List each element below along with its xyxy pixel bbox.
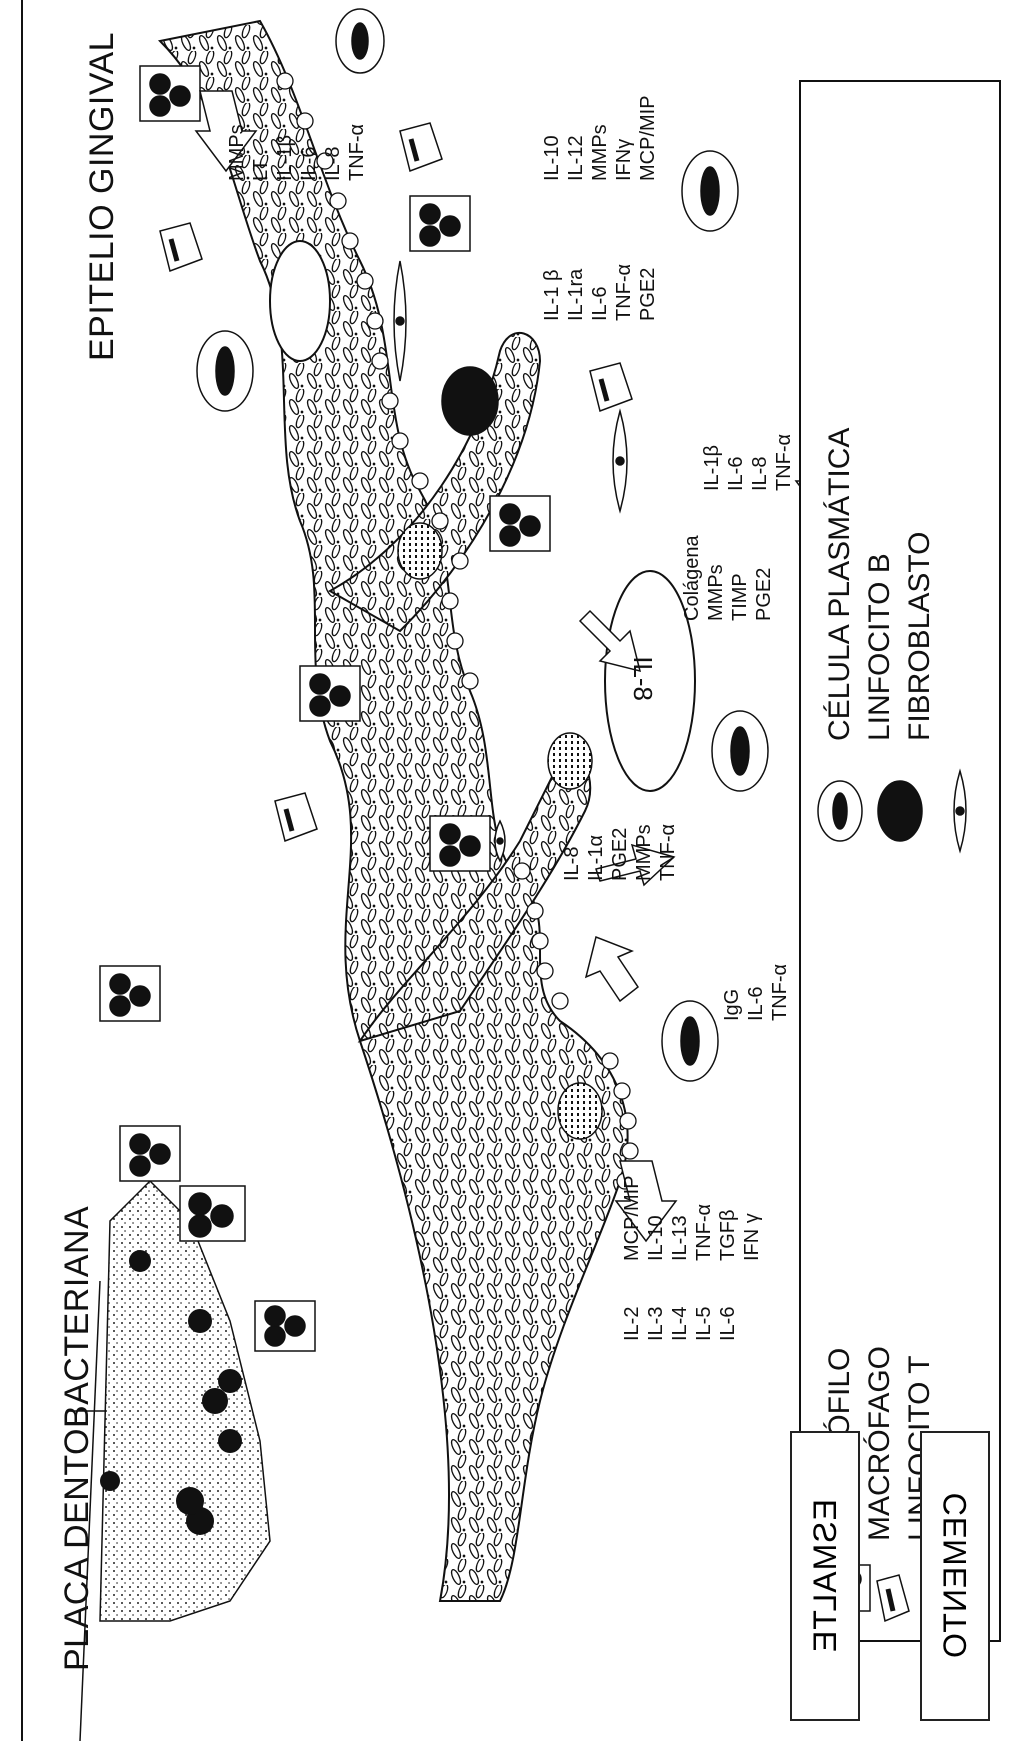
- epitelio-title: EPITELIO GINGIVAL: [85, 32, 119, 361]
- placa-title: PLACA DENTOBACTERIANA: [60, 1206, 94, 1671]
- legend-fibroblasto: FIBROBLASTO: [900, 428, 940, 741]
- esmalte-label: ESMALTE: [807, 1499, 844, 1653]
- legend-right: CÉLULA PLASMÁTICA LINFOCITO B FIBROBLAST…: [820, 428, 940, 741]
- legend-linfocito-b: LINFOCITO B: [860, 428, 900, 741]
- esmalte-box: ESMALTE: [790, 1431, 860, 1721]
- legend-macrofago: MACRÓFAGO: [860, 1346, 900, 1541]
- il8-cell-label: IL-8: [630, 656, 656, 701]
- cemento-label: CEMENTO: [937, 1493, 974, 1659]
- cemento-box: CEMENTO: [920, 1431, 990, 1721]
- legend-celula-plasmatica: CÉLULA PLASMÁTICA: [820, 428, 860, 741]
- plaque-biofilm: [100, 1181, 270, 1621]
